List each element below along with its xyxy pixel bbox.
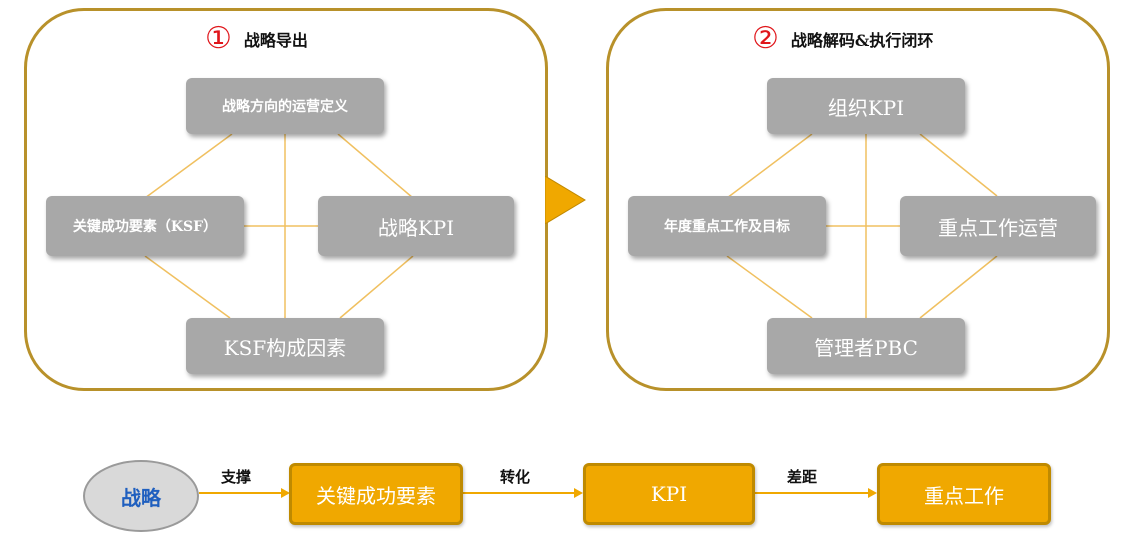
next-step-arrow-icon — [545, 176, 586, 224]
circled-number-two: ② — [752, 21, 779, 56]
support-label: 支撑 — [221, 468, 252, 486]
connector-line — [919, 133, 998, 197]
connector-line — [339, 255, 414, 319]
manager-pbc-box: 管理者PBC — [767, 318, 965, 374]
connector-line — [726, 133, 813, 199]
key-work-operation-box: 重点工作运营 — [900, 196, 1096, 256]
transform-label: 转化 — [500, 468, 531, 486]
ksf-box: 关键成功要素（KSF） — [46, 196, 244, 256]
kpi-flow-box: KPI — [583, 463, 755, 525]
connector-line — [144, 255, 231, 319]
panel2-title-text: 战略解码&执行闭环 — [790, 31, 934, 50]
panel1-title-text: 战略导出 — [243, 31, 308, 50]
panel1-title: ① 战略导出 — [205, 24, 308, 54]
strategy-oval: 战略 — [83, 460, 199, 532]
panel2-title: ② 战略解码&执行闭环 — [752, 24, 933, 54]
arrowhead-icon — [574, 488, 583, 498]
annual-key-work-box: 年度重点工作及目标 — [628, 196, 826, 256]
connector-line — [919, 255, 998, 319]
connector-line — [144, 133, 233, 199]
ksf-factors-box: KSF构成因素 — [186, 318, 384, 374]
organization-kpi-box: 组织KPI — [767, 78, 965, 134]
connector-line — [337, 133, 414, 199]
arrowhead-icon — [281, 488, 290, 498]
operational-definition-box: 战略方向的运营定义 — [186, 78, 384, 134]
strategic-kpi-box: 战略KPI — [318, 196, 514, 256]
key-work-flow-box: 重点工作 — [877, 463, 1051, 525]
connector-line — [726, 255, 813, 319]
ksf-flow-box: 关键成功要素 — [289, 463, 463, 525]
strategy-decoding-panel — [606, 8, 1110, 391]
circled-number-one: ① — [205, 21, 232, 56]
gap-label: 差距 — [787, 468, 818, 486]
arrowhead-icon — [868, 488, 877, 498]
